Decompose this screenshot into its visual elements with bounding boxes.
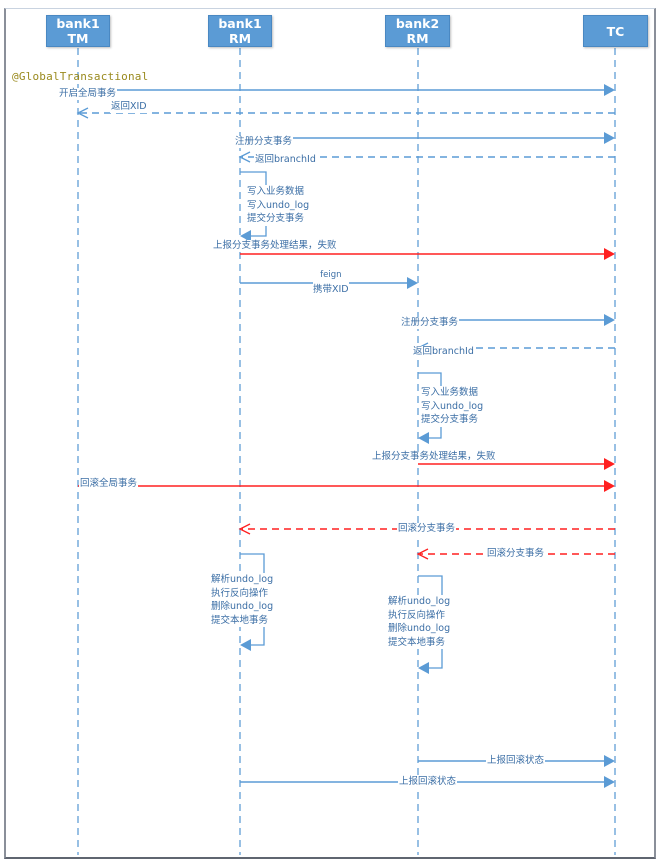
arrowhead-icon — [604, 314, 615, 326]
arrowhead-icon — [418, 432, 429, 444]
message-label: 返回branchId — [412, 346, 475, 358]
actor-name: bank1 — [56, 16, 100, 31]
arrowhead-icon — [240, 639, 251, 651]
message-label: 上报回滚状态 — [486, 755, 546, 767]
message-label-line: 携带XID — [313, 282, 349, 296]
message-label: 上报分支事务处理结果，失败 — [212, 240, 338, 252]
actor-tc: TC — [583, 15, 648, 47]
actor-role: TC — [606, 23, 625, 39]
message-label: 回滚分支事务 — [486, 548, 546, 560]
self-call-label-line: 提交本地事务 — [211, 613, 274, 627]
actor-name: bank2 — [395, 16, 440, 31]
actor-role: RM — [406, 31, 429, 46]
self-call-label-line: 写入undo_log — [247, 198, 310, 212]
message-label: 注册分支事务 — [400, 317, 460, 329]
message-label: 上报分支事务处理结果，失败 — [371, 451, 497, 463]
self-call-label-line: 写入业务数据 — [421, 386, 484, 400]
actor-role: RM — [228, 31, 252, 46]
self-call-label-line: 删除undo_log — [388, 622, 451, 636]
self-call-label-line: 提交本地事务 — [388, 635, 451, 649]
arrowhead-icon — [604, 84, 615, 96]
self-call-label-line: 写入undo_log — [421, 399, 484, 413]
arrowhead-icon — [604, 755, 615, 767]
message-label: 回滚分支事务 — [397, 523, 457, 535]
global-transactional-annotation: @GlobalTransactional — [12, 70, 149, 83]
message-label: 返回branchId — [254, 154, 317, 166]
self-call-label-line: 解析undo_log — [388, 595, 451, 609]
self-call-label-line: 解析undo_log — [211, 573, 274, 587]
arrowhead-icon — [604, 248, 615, 260]
arrowhead-icon — [238, 151, 251, 163]
self-call-label-line: 执行反向操作 — [388, 608, 451, 622]
message-label: 返回XID — [110, 101, 148, 113]
actor-name: bank1 — [218, 16, 262, 31]
arrowhead-icon — [604, 480, 615, 492]
message-label-line: feign — [313, 269, 349, 283]
self-call-label-line: 提交分支事务 — [247, 212, 310, 226]
arrowhead-icon — [238, 523, 251, 535]
self-call-label-line: 提交分支事务 — [421, 413, 484, 427]
arrowhead-icon — [418, 662, 429, 674]
actor-role: TM — [67, 31, 89, 46]
self-call-label-line: 删除undo_log — [211, 600, 274, 614]
self-call-label-line: 执行反向操作 — [211, 586, 274, 600]
arrowhead-icon — [76, 107, 89, 119]
message-label: 上报回滚状态 — [398, 776, 458, 788]
arrowhead-icon — [604, 776, 615, 788]
self-call-label-line: 写入业务数据 — [247, 185, 310, 199]
message-label: 开启全局事务 — [58, 88, 118, 100]
arrowhead-icon — [416, 548, 429, 560]
message-label: 回滚全局事务 — [79, 478, 139, 490]
arrowhead-icon — [407, 277, 418, 289]
message-label: 注册分支事务 — [234, 136, 294, 148]
arrowhead-icon — [604, 458, 615, 470]
arrowhead-icon — [604, 132, 615, 144]
arrowhead-icon — [240, 230, 251, 242]
diagram-frame — [4, 8, 656, 859]
